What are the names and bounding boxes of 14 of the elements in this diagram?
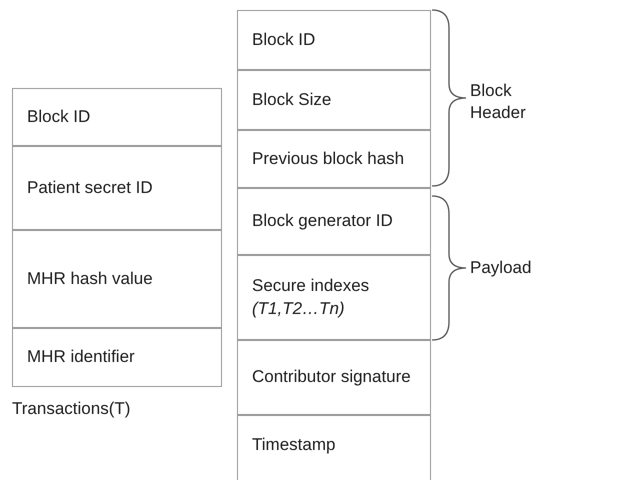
- table-row: Contributor signature: [237, 340, 431, 415]
- table-row: Block Size: [237, 70, 431, 130]
- table-row: Patient secret ID: [12, 146, 222, 230]
- table-row: Timestamp: [237, 415, 431, 480]
- table-row: Block ID: [12, 88, 222, 146]
- brace-label: Payload: [470, 257, 532, 279]
- table-row: Block ID: [237, 10, 431, 70]
- table-row: Previous block hash: [237, 130, 431, 188]
- brace-label: Block Header: [470, 80, 527, 124]
- table-caption: Transactions(T): [12, 398, 132, 420]
- table-row: Block generator ID: [237, 188, 431, 255]
- table-row: MHR hash value: [12, 230, 222, 328]
- table-row: MHR identifier: [12, 328, 222, 387]
- table-row: Secure indexes (T1,T2…Tn): [237, 255, 431, 340]
